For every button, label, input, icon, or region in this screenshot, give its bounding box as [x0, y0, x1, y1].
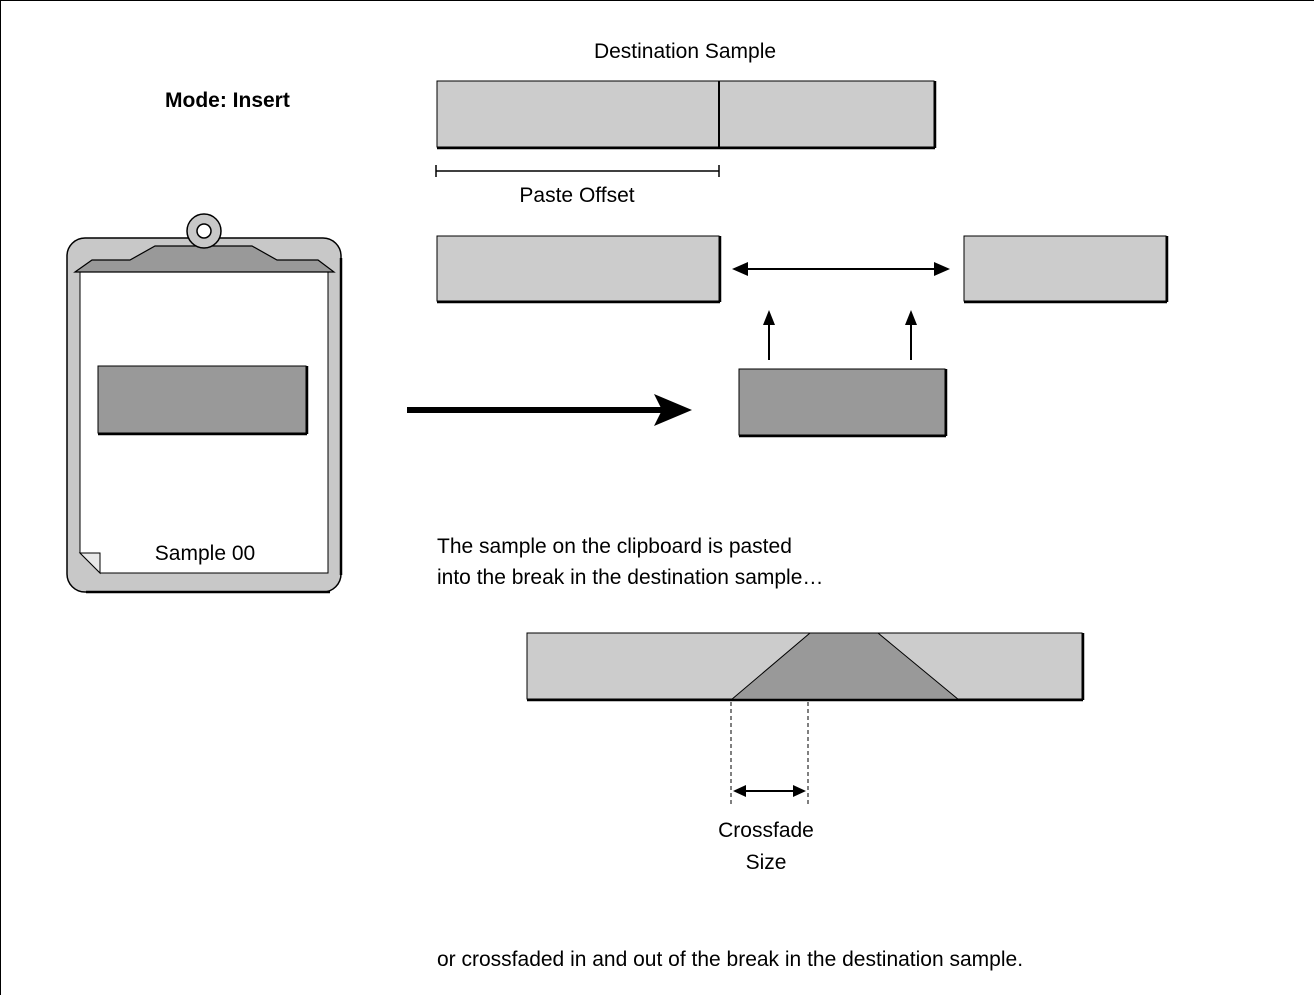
crossfade-guides — [730, 702, 809, 805]
caption-line-1: The sample on the clipboard is pasted — [437, 535, 792, 558]
insert-up-arrows — [763, 310, 917, 360]
crossfade-label-line-2: Size — [746, 851, 787, 874]
mode-label: Mode: Insert — [165, 89, 290, 112]
clipboard-sample-label: Sample 00 — [155, 542, 255, 565]
caption-line-2: into the break in the destination sample… — [437, 566, 823, 589]
pasted-sample-block — [738, 368, 948, 438]
destination-left-part — [436, 235, 722, 304]
crossfade-label-line-1: Crossfade — [718, 819, 814, 842]
destination-right-part — [963, 235, 1169, 304]
caption-bottom: or crossfaded in and out of the break in… — [437, 948, 1023, 971]
paste-offset-bracket — [435, 165, 720, 177]
destination-sample-block — [436, 80, 937, 150]
gap-double-arrow — [732, 262, 950, 276]
crossfade-sample-bar — [526, 632, 1085, 702]
crossfade-size-arrow — [733, 785, 806, 797]
clipboard-icon — [66, 213, 343, 594]
paste-offset-label: Paste Offset — [519, 184, 634, 207]
paste-arrow — [407, 394, 692, 426]
destination-sample-label: Destination Sample — [594, 40, 776, 63]
